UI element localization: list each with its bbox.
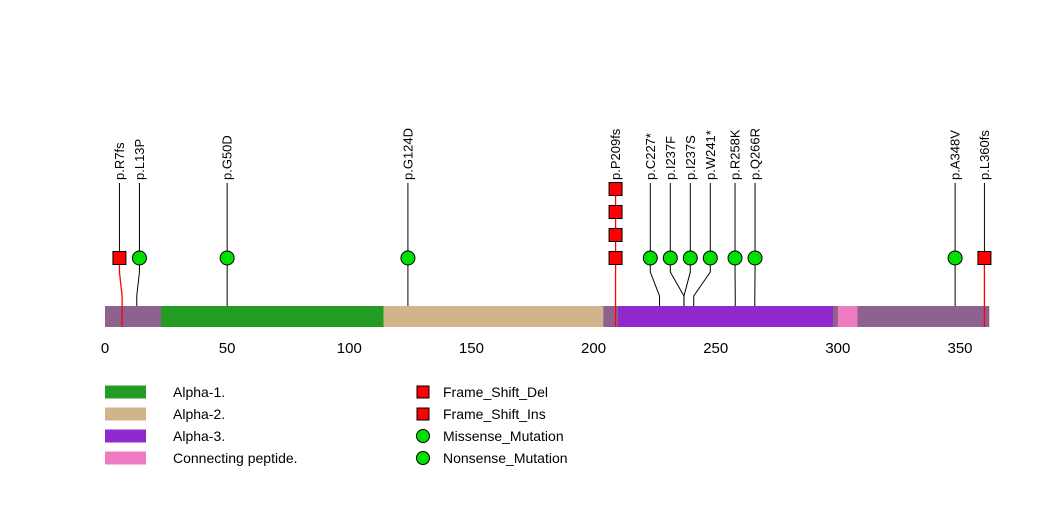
mutation-marker-square bbox=[608, 228, 623, 242]
axis-tick-label: 50 bbox=[219, 340, 236, 357]
legend-mutation-label: Frame_Shift_Ins bbox=[443, 406, 546, 422]
mutation-label: p.P209fs bbox=[608, 128, 623, 180]
mutation-label: p.G124D bbox=[400, 128, 415, 180]
mutation-label: p.R258K bbox=[728, 129, 743, 180]
legend-domain-label: Alpha-3. bbox=[173, 428, 225, 444]
axis-tick-label: 150 bbox=[459, 340, 484, 357]
legend-mutation-label: Nonsense_Mutation bbox=[443, 450, 568, 466]
mutation-marker-circle bbox=[947, 250, 963, 266]
legend-marker-square bbox=[416, 385, 430, 399]
axis-tick-label: 350 bbox=[947, 340, 972, 357]
mutation-label: p.C227* bbox=[643, 133, 658, 180]
mutation-marker-circle bbox=[727, 250, 743, 266]
mutation-label: p.Q266R bbox=[748, 128, 763, 180]
domain-segment-2 bbox=[383, 306, 604, 327]
mutation-marker-circle bbox=[662, 250, 678, 266]
legend-domain-swatch bbox=[105, 429, 146, 443]
mutation-label: p.R7fs bbox=[112, 142, 127, 180]
legend-domain-label: Connecting peptide. bbox=[173, 450, 298, 466]
mutation-marker-circle bbox=[682, 250, 698, 266]
domain-segment-3 bbox=[618, 306, 833, 327]
domain-segment-4 bbox=[837, 306, 858, 327]
axis-tick-label: 300 bbox=[825, 340, 850, 357]
mutation-label: p.A348V bbox=[948, 130, 963, 180]
legend-marker-square bbox=[416, 407, 430, 421]
legend-domain-swatch bbox=[105, 385, 146, 399]
axis-tick-label: 0 bbox=[101, 340, 109, 357]
mutation-marker-circle bbox=[642, 250, 658, 266]
domain-segment-1 bbox=[161, 306, 384, 327]
mutation-marker-square bbox=[977, 251, 992, 265]
lollipop-stick bbox=[649, 183, 661, 306]
mutation-label: p.G50D bbox=[220, 135, 235, 180]
axis-tick-label: 100 bbox=[337, 340, 362, 357]
legend-mutation-label: Missense_Mutation bbox=[443, 428, 564, 444]
mutation-marker-circle bbox=[747, 250, 763, 266]
mutation-marker-circle bbox=[131, 250, 147, 266]
mutation-marker-circle bbox=[219, 250, 235, 266]
axis-tick-label: 200 bbox=[581, 340, 606, 357]
mutation-marker-circle bbox=[702, 250, 718, 266]
lollipop-stick bbox=[683, 183, 691, 306]
mutation-marker-square bbox=[608, 205, 623, 219]
legend-domain-label: Alpha-1. bbox=[173, 384, 225, 400]
lollipop-stick bbox=[693, 183, 711, 306]
mutation-marker-circle bbox=[400, 250, 416, 266]
lollipop-stick bbox=[136, 183, 140, 306]
legend-marker-circle bbox=[416, 451, 430, 465]
lollipop-stick bbox=[669, 183, 685, 306]
mutation-label: p.L13P bbox=[132, 139, 147, 180]
mutation-label: p.L360fs bbox=[977, 130, 992, 180]
legend-domain-swatch bbox=[105, 451, 146, 465]
mutation-marker-square bbox=[608, 182, 623, 196]
axis-tick-label: 250 bbox=[703, 340, 728, 357]
legend-domain-label: Alpha-2. bbox=[173, 406, 225, 422]
legend-domain-swatch bbox=[105, 407, 146, 421]
mutation-label: p.W241* bbox=[703, 130, 718, 180]
mutation-marker-square bbox=[112, 251, 127, 265]
mutation-label: p.I237F bbox=[663, 136, 678, 180]
legend-mutation-label: Frame_Shift_Del bbox=[443, 384, 548, 400]
legend-marker-circle bbox=[416, 429, 430, 443]
mutation-marker-square bbox=[608, 251, 623, 265]
mutation-label: p.I237S bbox=[683, 135, 698, 180]
